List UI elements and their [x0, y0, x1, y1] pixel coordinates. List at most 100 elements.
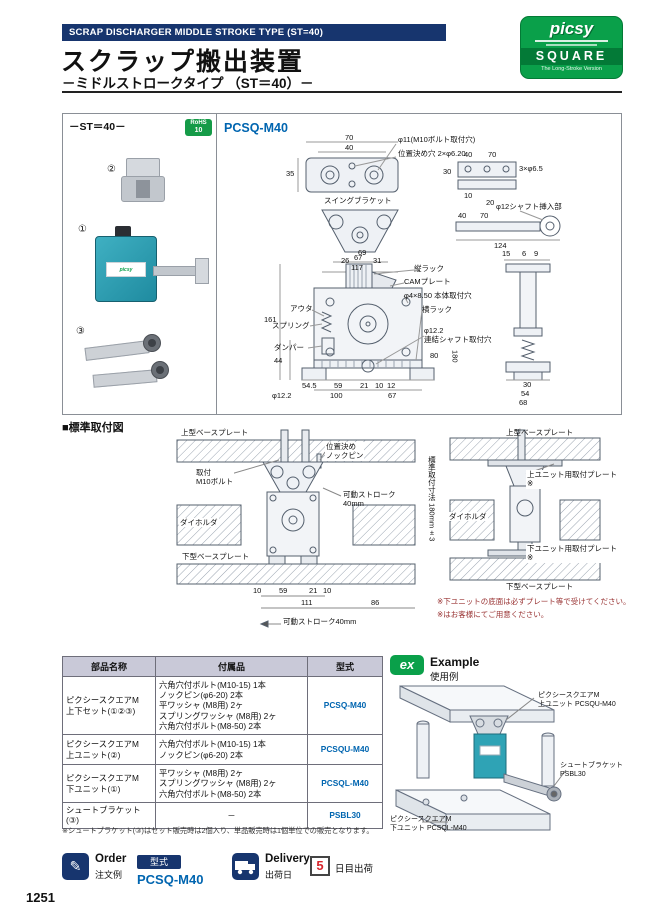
dim-front-21: 21	[360, 381, 369, 390]
dim-front-44: 44	[274, 356, 283, 365]
label-vertical-rack: 縦ラック	[414, 264, 444, 273]
upper-unit-photo	[121, 158, 167, 206]
parts-table-header-row: 部品名称 付属品 型式	[62, 656, 383, 677]
truck-icon	[235, 861, 255, 875]
label-standard-mount-dim: 標準取付寸法 180mm±3	[427, 456, 437, 542]
part-name-cell: シュートブラケット(③)	[62, 802, 156, 829]
part-name-cell: ピクシースクエアM 上ユニット(②)	[62, 734, 156, 765]
dim-front-31: 31	[373, 256, 382, 265]
dim-front-10: 10	[375, 381, 384, 390]
dim-mount-111: 111	[301, 598, 313, 607]
rohs-badge: RoHS 10	[185, 119, 212, 136]
model-code: PCSQ-M40	[224, 121, 288, 135]
example-chute-label: シュートブラケット PSBL30	[560, 762, 623, 778]
item-2-marker: ②	[107, 164, 116, 175]
dim-shaft-70: 70	[480, 211, 489, 220]
mounting-section-heading: ■標準取付図	[62, 422, 124, 434]
dim-front-59: 59	[334, 381, 343, 390]
parts-table-note: ※シュートブラケット(③)はセット販売時は2個入り、単品販売時は1個単位での販売…	[62, 826, 374, 835]
label-horizontal-rack: 横ラック	[422, 305, 452, 314]
dim-front-54-5: 54.5	[302, 381, 317, 390]
page-title: スクラップ搬出装置	[61, 48, 305, 76]
dim-front-100: 100	[330, 391, 343, 400]
label-upper-base-plate: 上型ベースプレート	[181, 428, 249, 437]
header-bar: SCRAP DISCHARGER MIDDLE STROKE TYPE (ST=…	[62, 24, 446, 41]
order-label: Order	[95, 853, 127, 865]
page-number: 1251	[26, 890, 55, 905]
col-header-part-name: 部品名称	[62, 656, 156, 677]
delivery-sublabel: 出荷日	[265, 870, 293, 880]
label-mount-bolt: 取付 M10ボルト	[195, 468, 235, 487]
accessories-cell: 六角穴付ボルト(M10-15) 1本 ノックピン(φ6-20) 2本	[155, 734, 308, 765]
rohs-text: RoHS	[190, 120, 207, 126]
example-upper-unit-label: ピクシースクエアM 上ユニット PCSQU-M40	[538, 692, 616, 708]
item-1-marker: ①	[78, 224, 87, 235]
mounting-front-lineart	[176, 429, 416, 628]
accessories-cell: 平ワッシャ (M8用) 2ヶ スプリングワッシャ (M8用) 2ヶ 六角穴付ボル…	[155, 764, 308, 803]
main-unit-photo: picsy	[87, 226, 213, 306]
col-header-accessories: 付属品	[155, 656, 308, 677]
rohs-number: 10	[194, 127, 203, 134]
delivery-label: Delivery	[265, 853, 310, 865]
label-die-holder: ダイホルダ	[179, 518, 219, 528]
model-cell: PCSQ-M40	[307, 676, 383, 735]
main-drawing-box: －ST＝40－ RoHS 10 ② ① picsy ③	[62, 113, 622, 415]
label-upper-unit-plate: 上ユニット用取付プレート※	[526, 470, 622, 489]
brand-logo: picsy SQUARE The Long-Stroke Version	[520, 16, 623, 79]
dim-mount-10a: 10	[253, 586, 262, 595]
example-illustration	[392, 682, 624, 852]
dim-corner-70: 70	[488, 150, 497, 159]
order-model-tag: 型式	[137, 855, 181, 869]
dim-mount-59: 59	[279, 586, 288, 595]
dim-top-70: 70	[345, 133, 354, 142]
order-icon: ✎	[62, 853, 89, 880]
dim-top-35: 35	[286, 169, 295, 178]
dim-mount-86: 86	[371, 598, 380, 607]
example-subtitle: 使用例	[430, 672, 459, 683]
mounting-diagram-front: 上型ベースプレート 位置決め ノックピン 取付 M10ボルト 可動ストローク 4…	[165, 428, 447, 642]
accessories-cell: 六角穴付ボルト(M10-15) 1本 ノックピン(φ6-20) 2本 平ワッシャ…	[155, 676, 308, 735]
model-cell: PCSQL-M40	[307, 764, 383, 803]
dim-side-54: 54	[521, 389, 530, 398]
label-lower-base-plate-side: 下型ベースプレート	[506, 582, 574, 591]
brand-logo-name: SQUARE	[521, 48, 622, 65]
dim-front-180: 180	[450, 350, 460, 363]
dim-shaft-124: 124	[494, 241, 507, 250]
col-header-model: 型式	[307, 656, 383, 677]
dim-swing-117: 117	[351, 263, 363, 272]
dim-side-6: 6	[522, 249, 527, 258]
order-sublabel: 注文例	[95, 870, 123, 880]
accessories-cell: ─	[155, 802, 308, 829]
dim-swing-67: 67	[354, 253, 363, 262]
label-movable-stroke: 可動ストローク 40mm	[343, 490, 396, 509]
table-row: ピクシースクエアM 下ユニット(①) 平ワッシャ (M8用) 2ヶ スプリングワ…	[62, 764, 383, 803]
example-lineart	[395, 685, 567, 831]
delivery-icon	[232, 853, 259, 880]
unit-arm-plate	[195, 258, 209, 284]
dim-front-26: 26	[341, 256, 350, 265]
stroke-label: －ST＝40－	[69, 121, 126, 133]
mounting-note-2: ※はお客様にてご用意ください。	[437, 610, 549, 619]
dim-corner-10: 10	[464, 191, 473, 200]
label-lower-base-plate: 下型ベースプレート	[181, 552, 251, 562]
mounting-note-1: ※下ユニットの底面は必ずプレート等で受けてください。	[437, 597, 631, 606]
part-name-cell: ピクシースクエアM 下ユニット(①)	[62, 764, 156, 803]
dim-front-12: 12	[387, 381, 396, 390]
example-title: Example	[430, 655, 480, 669]
table-row: シュートブラケット(③) ─ PSBL30	[62, 802, 383, 829]
page-subtitle: －ミドルストロークタイプ （ST＝40）－	[62, 76, 314, 91]
dim-mount-10b: 10	[323, 586, 332, 595]
label-knock-pin: 位置決め ノックピン	[325, 442, 365, 461]
item-3-marker: ③	[76, 326, 85, 337]
label-stroke-note: 可動ストローク40mm	[283, 617, 357, 626]
dim-side-68: 68	[519, 398, 528, 407]
technical-drawing-panel: PCSQ-M40	[218, 114, 623, 414]
model-cell: PSBL30	[307, 802, 383, 829]
dim-shaft-40: 40	[458, 211, 467, 220]
example-badge: ex	[390, 655, 424, 675]
label-connect-shaft-hole: φ12.2 連結シャフト取付穴	[424, 326, 492, 345]
dim-corner-40: 40	[464, 150, 473, 159]
dim-front-161: 161	[264, 315, 277, 324]
label-upper-base-plate-side: 上型ベースプレート	[506, 428, 574, 437]
table-row: ピクシースクエアM 上下セット(①②③) 六角穴付ボルト(M10-15) 1本 …	[62, 676, 383, 735]
